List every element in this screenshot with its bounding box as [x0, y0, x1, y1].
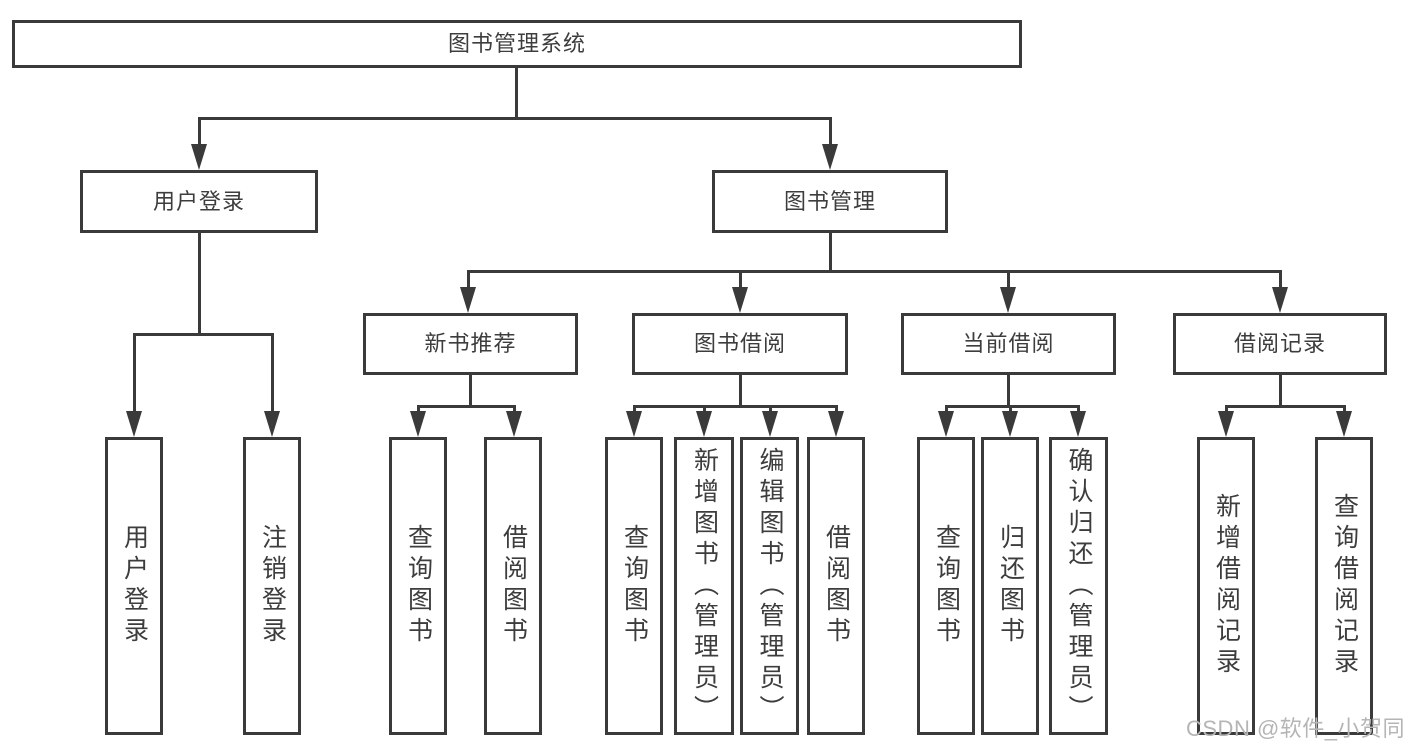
- node-label: 注销登录: [258, 524, 287, 648]
- node-label: 查询图书: [620, 524, 649, 648]
- connector-vline: [1343, 405, 1346, 415]
- connector-vline: [829, 233, 832, 272]
- node-query-books-3: 查询图书: [917, 437, 975, 735]
- node-label: 查询图书: [932, 524, 961, 648]
- node-label: 图书借阅: [693, 331, 786, 356]
- connector-vline: [829, 117, 832, 147]
- connector-vline: [1009, 405, 1012, 415]
- connector-vline: [198, 233, 201, 335]
- arrow-down-icon: [191, 144, 207, 170]
- node-label: 图书管理系统: [447, 31, 586, 56]
- arrow-down-icon: [460, 287, 476, 313]
- node-label: 新增借阅记录: [1212, 493, 1241, 679]
- connector-hline: [198, 117, 832, 120]
- node-label: 用户登录: [120, 524, 149, 648]
- node-label: 新增图书（管理员）: [690, 446, 719, 726]
- node-label: 图书管理: [783, 188, 876, 214]
- arrow-down-icon: [1218, 411, 1234, 437]
- arrow-down-icon: [410, 411, 426, 437]
- node-logout-leaf: 注销登录: [243, 437, 301, 735]
- connector-vline: [1077, 405, 1080, 415]
- node-label: 借阅图书: [822, 524, 851, 648]
- node-edit-books-admin: 编辑图书（管理员）: [740, 437, 799, 735]
- connector-vline: [1007, 270, 1010, 290]
- connector-vline: [633, 405, 636, 415]
- node-library-management-system: 图书管理系统: [12, 20, 1022, 68]
- arrow-down-icon: [126, 411, 142, 437]
- connector-vline: [133, 333, 136, 414]
- connector-vline: [945, 405, 948, 415]
- node-borrow-books-2: 借阅图书: [807, 437, 865, 735]
- arrow-down-icon: [626, 411, 642, 437]
- node-add-books-admin: 新增图书（管理员）: [674, 437, 734, 735]
- node-label: 用户登录: [152, 188, 245, 214]
- connector-vline: [1279, 375, 1282, 407]
- connector-hline: [633, 405, 837, 408]
- node-borrowing-records: 借阅记录: [1173, 313, 1387, 375]
- node-current-borrowing: 当前借阅: [901, 313, 1116, 375]
- connector-vline: [1279, 270, 1282, 290]
- arrow-down-icon: [1070, 411, 1086, 437]
- connector-vline: [513, 405, 516, 415]
- node-add-borrow-record: 新增借阅记录: [1197, 437, 1255, 735]
- node-label: 查询图书: [404, 524, 433, 648]
- arrow-down-icon: [1000, 287, 1016, 313]
- node-query-books-2: 查询图书: [605, 437, 663, 735]
- connector-vline: [469, 375, 472, 407]
- arrow-down-icon: [828, 411, 844, 437]
- arrow-down-icon: [822, 144, 838, 170]
- node-confirm-return-admin: 确认归还（管理员）: [1049, 437, 1108, 735]
- connector-vline: [739, 270, 742, 290]
- node-query-books-1: 查询图书: [389, 437, 447, 735]
- arrow-down-icon: [762, 411, 778, 437]
- connector-vline: [769, 405, 772, 415]
- node-label: 新书推荐: [424, 331, 517, 356]
- node-query-borrow-record: 查询借阅记录: [1315, 437, 1373, 735]
- node-label: 借阅图书: [499, 524, 528, 648]
- connector-vline: [467, 270, 470, 290]
- arrow-down-icon: [264, 411, 280, 437]
- connector-vline: [1007, 375, 1010, 407]
- node-label: 查询借阅记录: [1330, 493, 1359, 679]
- node-user-login-leaf: 用户登录: [105, 437, 163, 735]
- arrow-down-icon: [1336, 411, 1352, 437]
- node-label: 当前借阅: [962, 331, 1055, 356]
- arrow-down-icon: [732, 287, 748, 313]
- csdn-watermark: CSDN @软件_小贺同学: [1186, 716, 1405, 741]
- connector-hline: [417, 405, 515, 408]
- arrow-down-icon: [696, 411, 712, 437]
- connector-hline: [467, 270, 1281, 273]
- connector-vline: [1225, 405, 1228, 415]
- arrow-down-icon: [938, 411, 954, 437]
- connector-vline: [515, 68, 518, 118]
- node-return-books: 归还图书: [981, 437, 1039, 735]
- node-new-book-recommendation: 新书推荐: [363, 313, 578, 375]
- node-label: 编辑图书（管理员）: [756, 446, 784, 726]
- node-borrow-books-1: 借阅图书: [484, 437, 542, 735]
- node-book-borrowing: 图书借阅: [632, 313, 848, 375]
- arrow-down-icon: [506, 411, 522, 437]
- connector-vline: [835, 405, 838, 415]
- node-label: 归还图书: [996, 524, 1025, 648]
- node-label: 确认归还（管理员）: [1065, 446, 1093, 726]
- arrow-down-icon: [1272, 287, 1288, 313]
- connector-vline: [739, 375, 742, 407]
- connector-vline: [271, 333, 274, 414]
- arrow-down-icon: [1002, 411, 1018, 437]
- connector-vline: [703, 405, 706, 415]
- node-user-login: 用户登录: [80, 170, 318, 233]
- connector-hline: [1225, 405, 1345, 408]
- connector-hline: [945, 405, 1079, 408]
- connector-vline: [417, 405, 420, 415]
- connector-vline: [198, 117, 201, 147]
- node-label: 借阅记录: [1233, 331, 1326, 356]
- connector-hline: [133, 333, 273, 336]
- node-book-management: 图书管理: [712, 170, 948, 233]
